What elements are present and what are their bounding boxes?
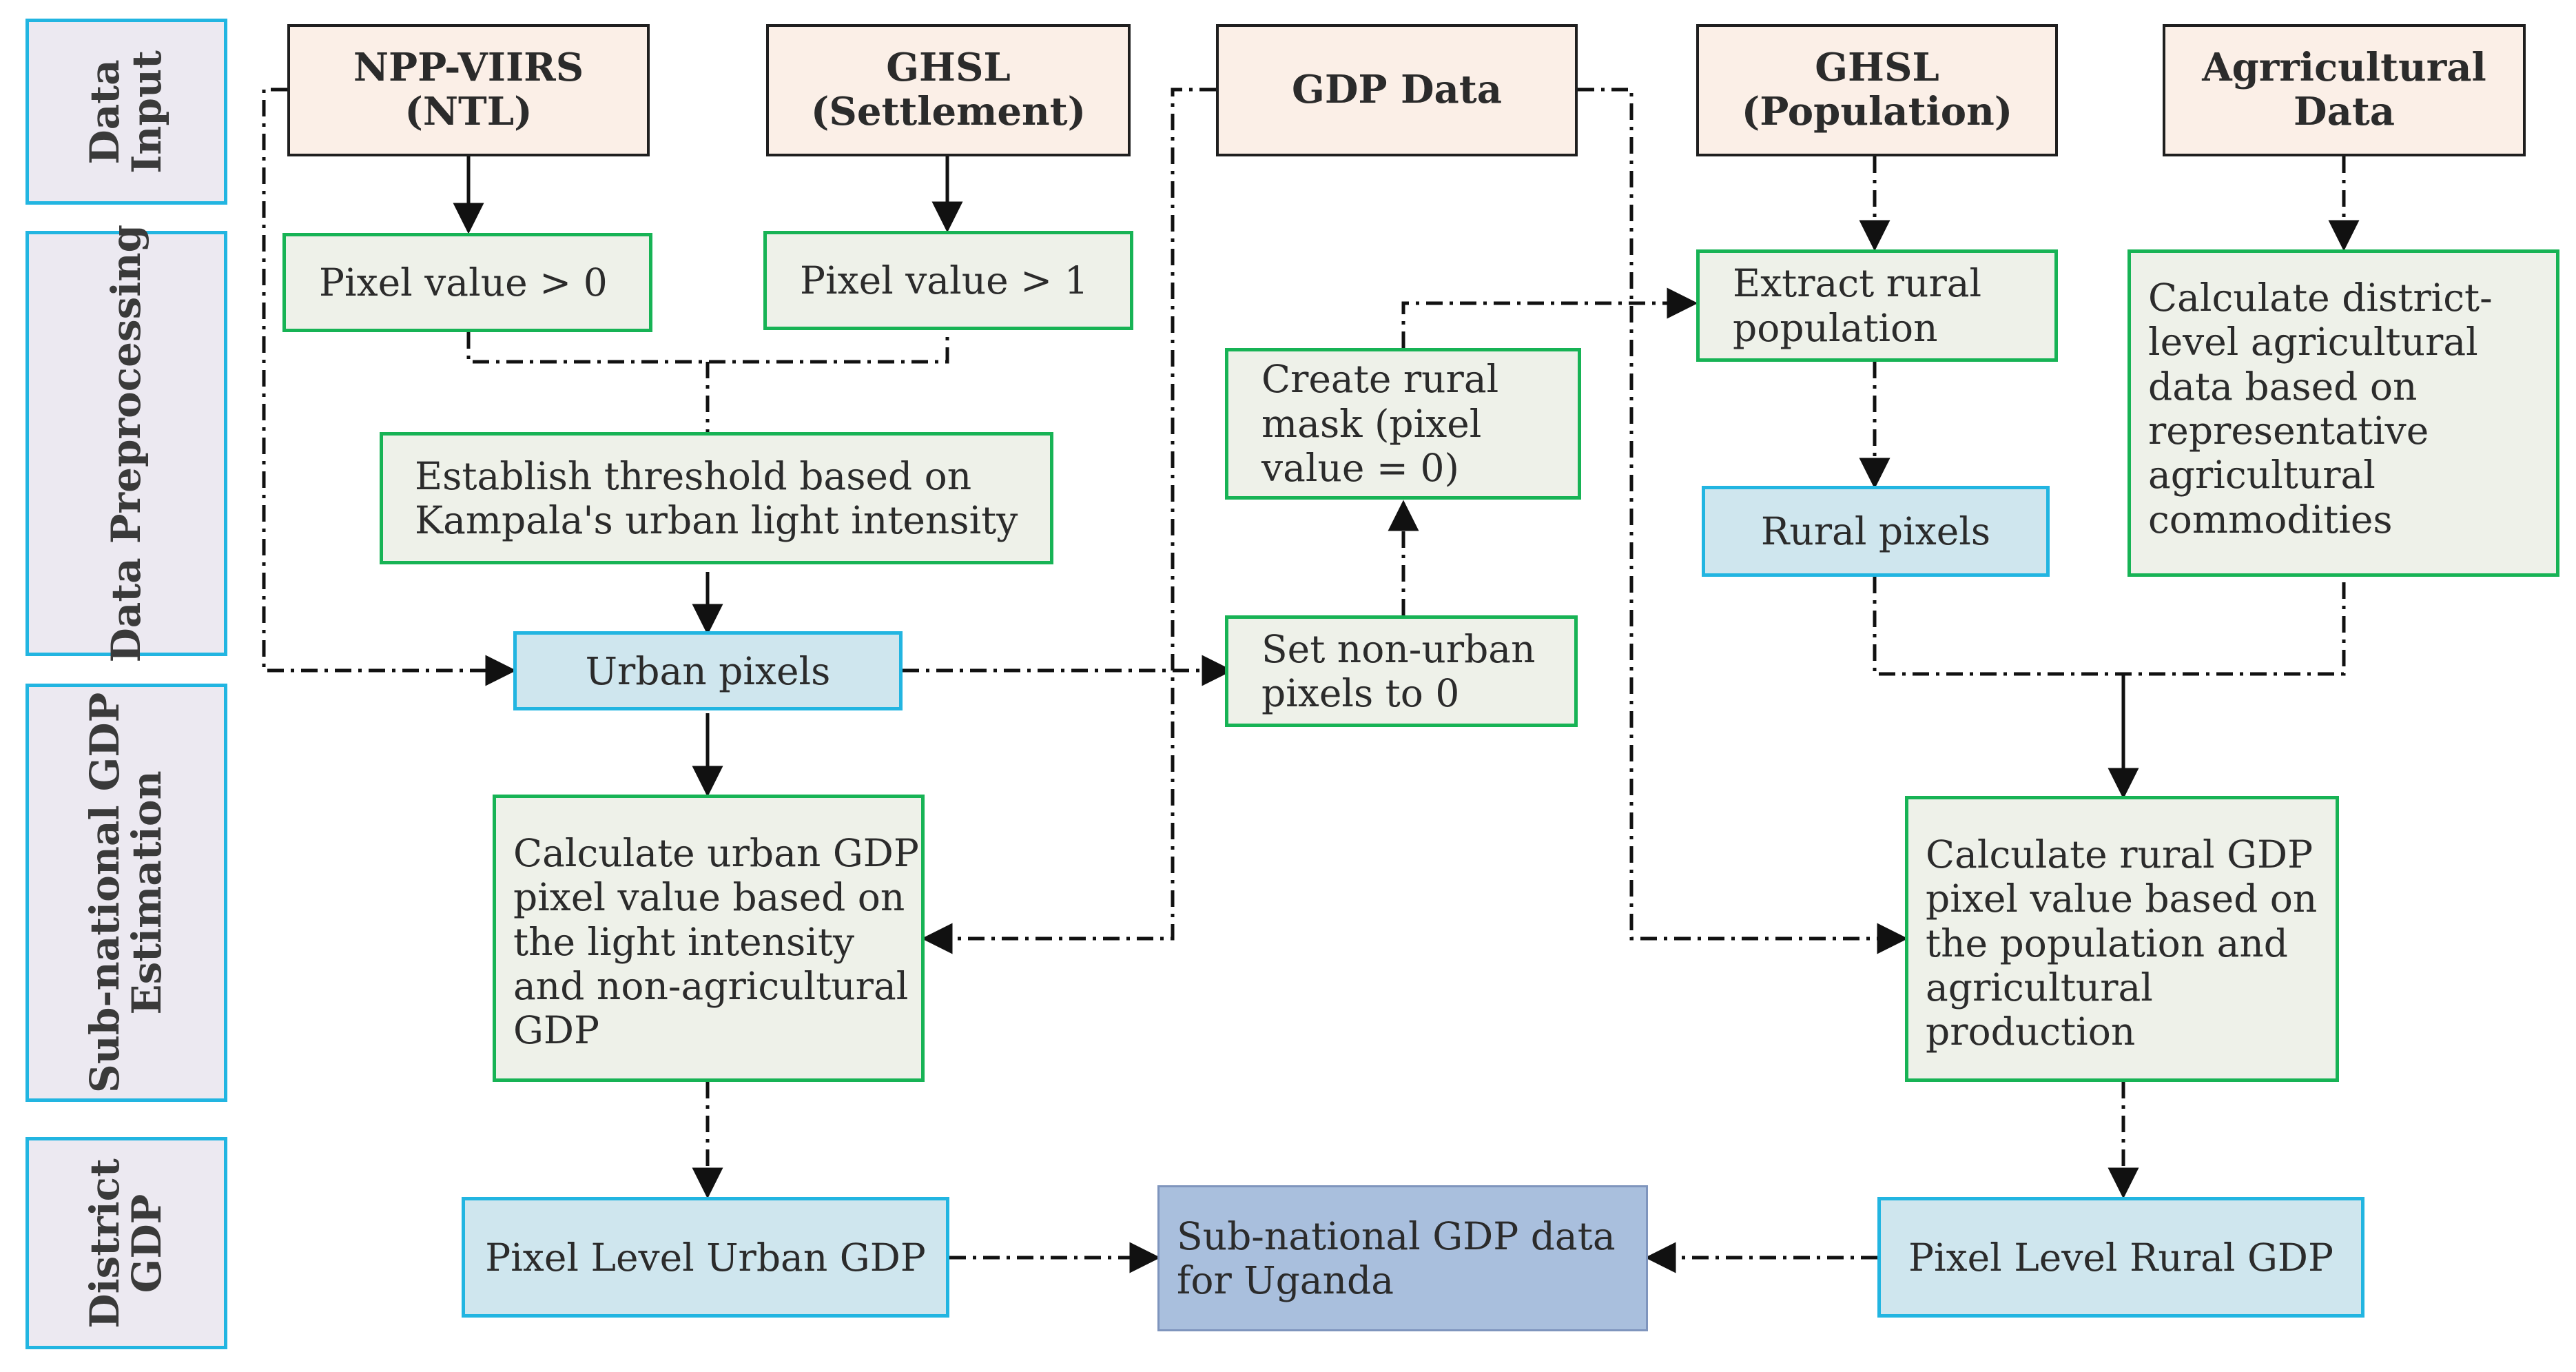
connector-pixel-to-threshold [466,332,949,432]
source-agricultural-data: Agrricultural Data [2163,24,2526,156]
lane-gdp-estimation: Sub-national GDP Estimation [25,684,227,1102]
step-pixel-value-gt0: Pixel value > 0 [282,233,652,332]
lane-data-input: Data Input [25,19,227,205]
connector-gdp-to-urban-calc [921,88,1216,954]
step-calc-district-agri: Calculate district- level agricultural d… [2127,249,2559,577]
lane-data-preprocessing: Data Preprocessing [25,225,227,662]
source-gdp-data: GDP Data [1216,24,1578,156]
result-rural-pixels: Rural pixels [1702,486,2050,577]
connector-gdp-to-rural-calc [1578,88,1908,954]
final-subnational-gdp: Sub-national GDP data for Uganda [1157,1185,1648,1331]
source-ghsl-settlement: GHSL (Settlement) [766,24,1131,156]
step-calc-rural-gdp: Calculate rural GDP pixel value based on… [1905,796,2339,1082]
result-pixel-urban-gdp: Pixel Level Urban GDP [462,1197,949,1318]
source-ghsl-population: GHSL (Population) [1696,24,2058,156]
step-pixel-value-gt1: Pixel value > 1 [763,231,1133,330]
connector-mask-to-extract [1401,287,1698,348]
result-urban-pixels: Urban pixels [513,631,903,710]
connector-npp-to-urban [262,88,517,686]
connector-merge [1873,577,2346,676]
step-create-rural-mask: Create rural mask (pixel value = 0) [1225,348,1581,500]
lane-district-gdp: District GDP [25,1137,227,1349]
result-pixel-rural-gdp: Pixel Level Rural GDP [1877,1197,2364,1318]
step-set-non-urban: Set non-urban pixels to 0 [1225,615,1578,727]
source-npp-viirs: NPP-VIIRS (NTL) [287,24,650,156]
step-calc-urban-gdp: Calculate urban GDP pixel value based on… [493,795,925,1082]
step-extract-rural-population: Extract rural population [1696,249,2058,362]
step-establish-threshold: Establish threshold based on Kampala's u… [380,432,1053,564]
